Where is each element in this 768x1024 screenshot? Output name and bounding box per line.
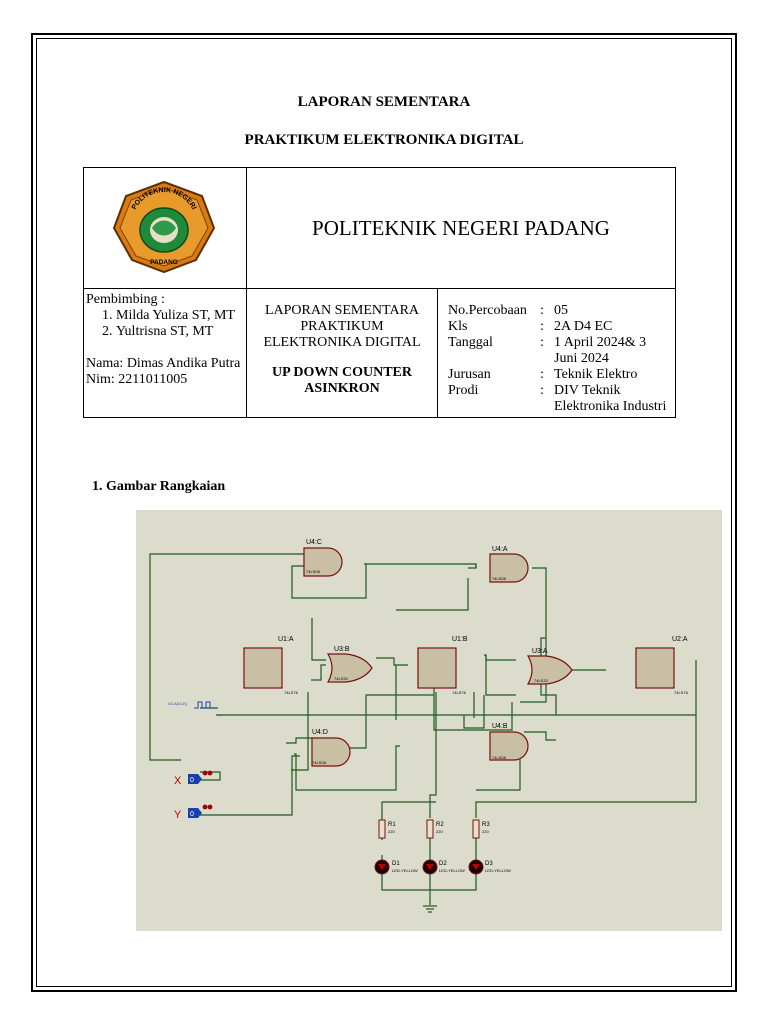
report-line: ELEKTRONIKA DIGITAL <box>263 335 421 350</box>
page-border-inner <box>36 38 732 987</box>
institution-name: POLITEKNIK NEGERI PADANG <box>246 167 676 289</box>
detail-label: No.Percobaan <box>448 303 527 318</box>
institution-logo: POLITEKNIK NEGERI PADANG <box>112 180 216 274</box>
led-part: LED-YELLOW <box>439 868 465 873</box>
report-line: PRAKTIKUM <box>300 319 384 334</box>
page-border-outer <box>31 33 737 992</box>
clock-label: U1 A(CLK) <box>168 701 188 706</box>
student-name: Nama: Dimas Andika Putra <box>86 356 241 371</box>
ff-part: 74LS76 <box>674 690 689 695</box>
supervisor-list: Milda Yuliza ST, MT Yultrisna ST, MT <box>86 308 244 340</box>
experiment-title: ASINKRON <box>304 381 380 396</box>
resistor-value: 220 <box>388 829 395 834</box>
report-title: LAPORAN SEMENTARA <box>297 94 471 110</box>
resistor-value: 220 <box>482 829 489 834</box>
header-table: POLITEKNIK NEGERI PADANG POLITEKNIK NEGE… <box>83 167 676 418</box>
gate-u4d: U4:D 74LS08 <box>311 729 351 767</box>
logo-bottom-text: PADANG <box>150 259 178 266</box>
report-line: LAPORAN SEMENTARA <box>264 303 420 318</box>
gate-ref: U3:B <box>334 646 350 653</box>
report-info-cell: LAPORAN SEMENTARA PRAKTIKUM ELEKTRONIKA … <box>246 288 438 418</box>
detail-sep: : <box>540 303 544 318</box>
logic-input-x[interactable]: X 0 <box>174 770 213 787</box>
course-title: PRAKTIKUM ELEKTRONIKA DIGITAL <box>244 132 524 148</box>
gate-ref: U4:D <box>312 729 328 736</box>
gate-u4a: U4:A 74LS08 <box>489 546 529 583</box>
experiment-details-cell: No.Percobaan:05 Kls:2A D4 EC Tanggal:1 A… <box>437 288 676 418</box>
gate-part: 74LS08 <box>492 576 507 581</box>
gate-part: 74LS32 <box>534 678 549 683</box>
ff-part: 74LS76 <box>284 690 299 695</box>
ff-ref: U1:A <box>278 636 294 643</box>
detail-value: DIV Teknik Elektronika Industri <box>554 383 667 414</box>
gate-ref: U3:A <box>532 648 548 655</box>
detail-label: Kls <box>448 319 468 334</box>
detail-value: 2A D4 EC <box>554 319 613 334</box>
led-d2: D2 LED-YELLOW <box>422 859 465 875</box>
resistor-ref: R1 <box>388 822 396 828</box>
ff-part: 74LS76 <box>452 690 467 695</box>
detail-sep: : <box>540 319 544 334</box>
input-value: 0 <box>190 811 194 818</box>
ff-ref: U1:B <box>452 636 468 643</box>
resistor-value: 220 <box>436 829 443 834</box>
detail-label: Tanggal <box>448 335 493 350</box>
supervisor-item: Milda Yuliza ST, MT <box>116 308 244 324</box>
flipflop-u2a: U2:A 74LS76 <box>635 636 689 695</box>
detail-value: 1 April 2024& 3 Juni 2024 <box>554 335 647 366</box>
student-info-cell: Pembimbing : Milda Yuliza ST, MT Yultris… <box>83 288 247 418</box>
led-d3: D3 LED-YELLOW <box>468 859 511 875</box>
gate-ref: U4:B <box>492 723 508 730</box>
led-d1: D1 LED-YELLOW <box>374 859 418 875</box>
input-value: 0 <box>190 777 194 784</box>
detail-value: 05 <box>554 303 568 318</box>
section-heading: 1. Gambar Rangkaian <box>92 479 226 494</box>
supervisor-item: Yultrisna ST, MT <box>116 324 244 340</box>
gate-part: 74LS08 <box>306 569 321 574</box>
gate-part: 74LS32 <box>334 676 349 681</box>
detail-sep: : <box>540 335 544 350</box>
experiment-title: UP DOWN COUNTER <box>271 365 412 380</box>
detail-value: Teknik Elektro <box>554 367 638 382</box>
resistor-r2: R2 220 <box>426 819 444 839</box>
input-name: Y <box>174 809 182 821</box>
resistor-ref: R3 <box>482 822 490 828</box>
gate-u3a: U3:A 74LS32 <box>527 648 573 685</box>
gate-u4b: U4:B 74LS08 <box>489 723 529 761</box>
led-ref: D2 <box>439 861 447 867</box>
gate-part: 74LS08 <box>492 755 507 760</box>
gate-part: 74LS08 <box>312 760 327 765</box>
detail-sep: : <box>540 383 544 398</box>
student-nim: Nim: 2211011005 <box>86 372 188 387</box>
gate-ref: U4:C <box>306 539 322 546</box>
supervisor-label: Pembimbing : <box>86 292 165 307</box>
resistor-r1: R1 220 <box>378 819 396 839</box>
ff-ref: U2:A <box>672 636 688 643</box>
led-ref: D3 <box>485 861 493 867</box>
gate-u3b: U3:B 74LS32 <box>327 646 373 683</box>
detail-label: Jurusan <box>448 367 491 382</box>
detail-label: Prodi <box>448 383 479 398</box>
input-name: X <box>174 775 182 787</box>
flipflop-u1a: U1:A 74LS76 <box>243 636 299 695</box>
flipflop-u1b: U1:B 74LS76 <box>417 636 468 695</box>
detail-sep: : <box>540 367 544 382</box>
logic-input-y[interactable]: Y 0 <box>174 804 213 821</box>
gate-ref: U4:A <box>492 546 508 553</box>
logo-cell: POLITEKNIK NEGERI PADANG <box>83 167 247 289</box>
gate-u4c: U4:C 74LS08 <box>303 539 343 577</box>
clock-source: U1 A(CLK) <box>168 701 214 709</box>
resistor-ref: R2 <box>436 822 444 828</box>
led-part: LED-YELLOW <box>392 868 418 873</box>
ground-symbol <box>423 905 437 913</box>
led-part: LED-YELLOW <box>485 868 511 873</box>
resistor-r3: R3 220 <box>472 819 490 839</box>
led-ref: D1 <box>392 861 400 867</box>
circuit-diagram: U4:C 74LS08 U4:A 74LS08 U3:B 74LS32 U3:A… <box>136 510 722 931</box>
